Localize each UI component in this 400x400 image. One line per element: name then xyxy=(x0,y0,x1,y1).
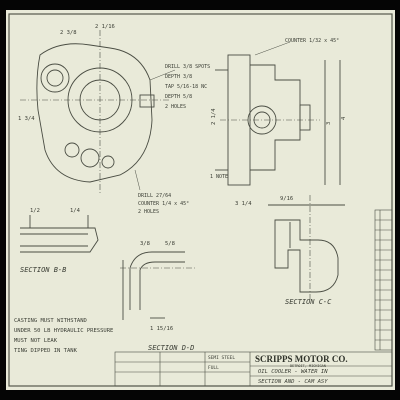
dimension-label: 2 1/4 xyxy=(211,108,217,125)
note-line: CASTING MUST WITHSTAND xyxy=(14,318,87,324)
paper xyxy=(6,10,395,390)
company-name: SCRIPPS MOTOR CO. xyxy=(255,354,348,364)
callout-holes-top: 2 HOLES xyxy=(165,104,186,110)
dimension-label: 3/8 xyxy=(140,241,150,247)
dimension-label: 1/2 xyxy=(30,208,40,214)
callout-tap-top: TAP 5/16-18 NC xyxy=(165,84,207,90)
callout-holes-bottom: 2 HOLES xyxy=(138,209,159,215)
section-bb-label: SECTION B-B xyxy=(20,266,66,274)
revision-table xyxy=(374,209,393,351)
callout-depth-top: DEPTH 3/8 xyxy=(165,74,192,80)
dimension-label: 5/8 xyxy=(165,241,175,247)
note-line: MUST NOT LEAK xyxy=(14,338,58,344)
callout-drill-bottom: DRILL 27/64 xyxy=(138,193,171,199)
dimension-label: 3 1/4 xyxy=(235,201,252,207)
note-line: TING DIPPED IN TANK xyxy=(14,348,78,354)
dimension-label: 4 xyxy=(341,116,347,120)
callout-note-center: 1 NOTE xyxy=(210,174,228,180)
callout-counter-right: COUNTER 1/32 x 45° xyxy=(285,38,339,44)
dimension-label: 1/4 xyxy=(70,208,81,214)
side-view xyxy=(215,54,341,186)
part-name-line2: SECTION AND - CAM ASY xyxy=(258,379,328,385)
section-dd-label: SECTION D-D xyxy=(148,344,194,352)
title-scale: FULL xyxy=(208,365,219,371)
dimension-label: 1 3/4 xyxy=(18,116,35,122)
part-name-line1: OIL COOLER - WATER IN xyxy=(258,369,328,375)
dimension-values: 2 3/8 2 1/16 1 3/4 3 1/4 1/2 1/4 3/8 5/8… xyxy=(18,24,347,332)
section-cc-label: SECTION C-C xyxy=(285,298,332,306)
section-cc-drawing xyxy=(268,195,345,300)
note-line: UNDER 50 LB HYDRAULIC PRESSURE xyxy=(14,328,113,334)
section-dd-drawing xyxy=(120,251,195,320)
title-material: SEMI STEEL xyxy=(208,355,235,361)
front-view xyxy=(20,30,170,195)
dimension-label: 9/16 xyxy=(280,196,293,202)
dimension-label: 2 3/8 xyxy=(60,30,77,36)
callout-counter-bottom: COUNTER 1/4 x 45° xyxy=(138,201,189,207)
callout-depth-top2: DEPTH 5/8 xyxy=(165,94,192,100)
dimension-label: 3 xyxy=(326,122,332,125)
dimension-label: 1 15/16 xyxy=(150,326,173,332)
company-subtitle: DETROIT, MICHIGAN xyxy=(290,364,326,368)
dimension-label: 2 1/16 xyxy=(95,24,115,30)
section-bb-drawing xyxy=(20,215,99,253)
leader-lines xyxy=(134,41,291,191)
callout-drill-top: DRILL 3/8 SPOTS xyxy=(165,64,210,70)
title-block xyxy=(114,351,393,387)
notes-block: CASTING MUST WITHSTAND UNDER 50 LB HYDRA… xyxy=(14,318,113,354)
